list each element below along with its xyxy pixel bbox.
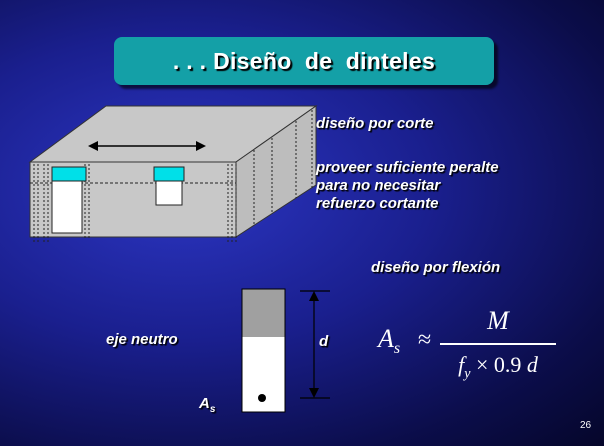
building-3d	[28, 105, 318, 244]
slide-title: . . . Diseño de dinteles	[172, 47, 436, 74]
lintel-left	[51, 166, 87, 182]
arrow-head-left	[88, 141, 98, 151]
shear-design-line-3: refuerzo cortante	[316, 195, 439, 212]
dim-arrow-bottom	[309, 388, 319, 398]
lintel-right	[153, 166, 185, 182]
title-box: . . . Diseño de dinteles	[114, 37, 494, 85]
shear-design-line-1: proveer suficiente peralte	[316, 159, 499, 176]
dim-arrow-top	[309, 291, 319, 301]
page-number: 26	[580, 420, 592, 431]
equation-approx-sign: ≈	[418, 327, 432, 353]
depth-label: d	[319, 333, 329, 350]
steel-area-label: As	[199, 395, 216, 415]
beam-section	[241, 288, 330, 413]
shear-design-line-2: para no necesitar	[316, 177, 441, 194]
equation-denominator: fy × 0.9 d	[458, 352, 538, 382]
section-outline	[241, 288, 286, 413]
shear-design-heading: diseño por corte	[316, 115, 434, 132]
window-opening	[155, 180, 183, 206]
compression-zone	[242, 289, 285, 337]
door-opening	[51, 180, 83, 234]
arrow-head-right	[196, 141, 206, 151]
flexure-design-heading: diseño por flexión	[371, 259, 501, 276]
side-columns	[253, 110, 313, 226]
equation-lhs: As	[378, 324, 401, 358]
rebar-dot	[258, 394, 266, 402]
equation-numerator: M	[487, 306, 509, 335]
neutral-axis-label: eje neutro	[106, 331, 178, 348]
fraction-bar	[440, 343, 556, 345]
